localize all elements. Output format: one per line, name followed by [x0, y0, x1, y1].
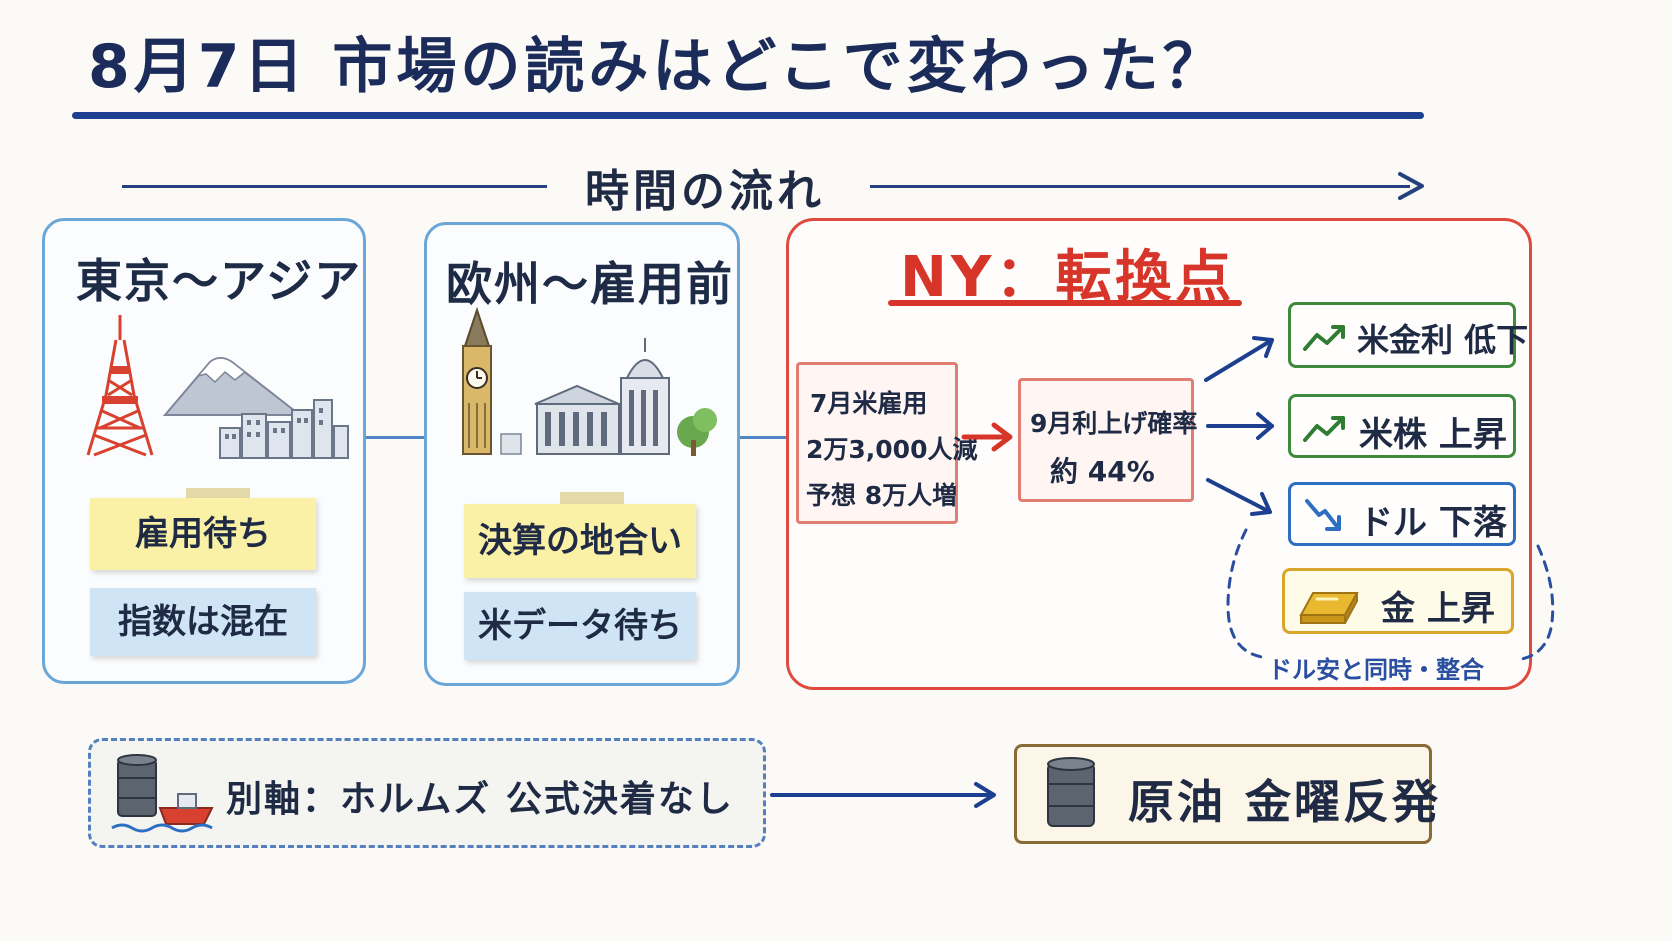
dollar-gold-note: ドル安と同時・整合	[1268, 656, 1484, 684]
note-us-data-wait: 米データ待ち	[464, 592, 696, 660]
fan-arrows-icon	[1204, 336, 1274, 516]
connector-line	[740, 436, 788, 439]
note-employment-wait: 雇用待ち	[90, 498, 316, 570]
rate-hike-prob-value: 約 44%	[1050, 455, 1155, 488]
result-rates-down: 米金利 低下	[1288, 302, 1528, 368]
result-stocks-up: 米株 上昇	[1288, 394, 1516, 458]
timeline-line-left	[122, 185, 547, 188]
jobs-title: 7月米雇用	[810, 389, 928, 418]
panel-title-europe: 欧州〜雇用前	[446, 257, 734, 311]
result-label: ドル 下落	[1359, 503, 1507, 543]
europe-landmarks-icon	[462, 306, 717, 456]
panel-title-tokyo: 東京〜アジア	[76, 254, 363, 308]
arrow-right-icon	[961, 422, 1013, 452]
correlation-bracket	[1226, 528, 1555, 662]
timeline-line-right	[870, 185, 1410, 188]
jobs-report-box	[796, 362, 958, 524]
jobs-actual: 2万3,000人減	[806, 435, 978, 464]
trend-up-icon	[1303, 416, 1345, 442]
connector-line	[366, 436, 428, 439]
title-underline	[72, 112, 1424, 119]
oil-rebound-text: 原油 金曜反発	[1128, 775, 1442, 829]
note-earnings-tone: 決算の地合い	[464, 504, 696, 578]
ny-title-underline	[888, 300, 1242, 306]
trend-down-icon	[1305, 499, 1341, 531]
result-label: 米金利 低下	[1357, 321, 1529, 359]
rate-hike-prob-label: 9月利上げ確率	[1030, 409, 1198, 438]
arrow-right-icon	[770, 782, 996, 808]
result-dollar-down: ドル 下落	[1288, 482, 1516, 546]
result-gold-up: 金 上昇	[1282, 568, 1514, 634]
rate-hike-prob-box	[1018, 378, 1194, 502]
page-title: 8月7日 市場の読みはどこで変わった？	[88, 32, 1227, 102]
gold-bar-icon	[1299, 592, 1359, 624]
result-label: 金 上昇	[1381, 589, 1495, 629]
oil-barrel-icon	[1047, 757, 1095, 827]
note-index-mixed: 指数は混在	[90, 588, 316, 656]
tokyo-skyline-icon	[86, 315, 349, 459]
result-label: 米株 上昇	[1359, 415, 1507, 455]
jobs-forecast: 予想 8万人増	[806, 481, 958, 510]
timeline-arrowhead-icon	[1398, 172, 1424, 200]
side-axis-box	[88, 738, 766, 848]
trend-up-icon	[1303, 325, 1345, 351]
oil-tanker-icon	[111, 754, 214, 833]
ny-title: NY：転換点	[900, 245, 1236, 310]
side-axis-text: 別軸：ホルムズ 公式決着なし	[226, 779, 734, 820]
timeline-label: 時間の流れ	[585, 166, 825, 217]
